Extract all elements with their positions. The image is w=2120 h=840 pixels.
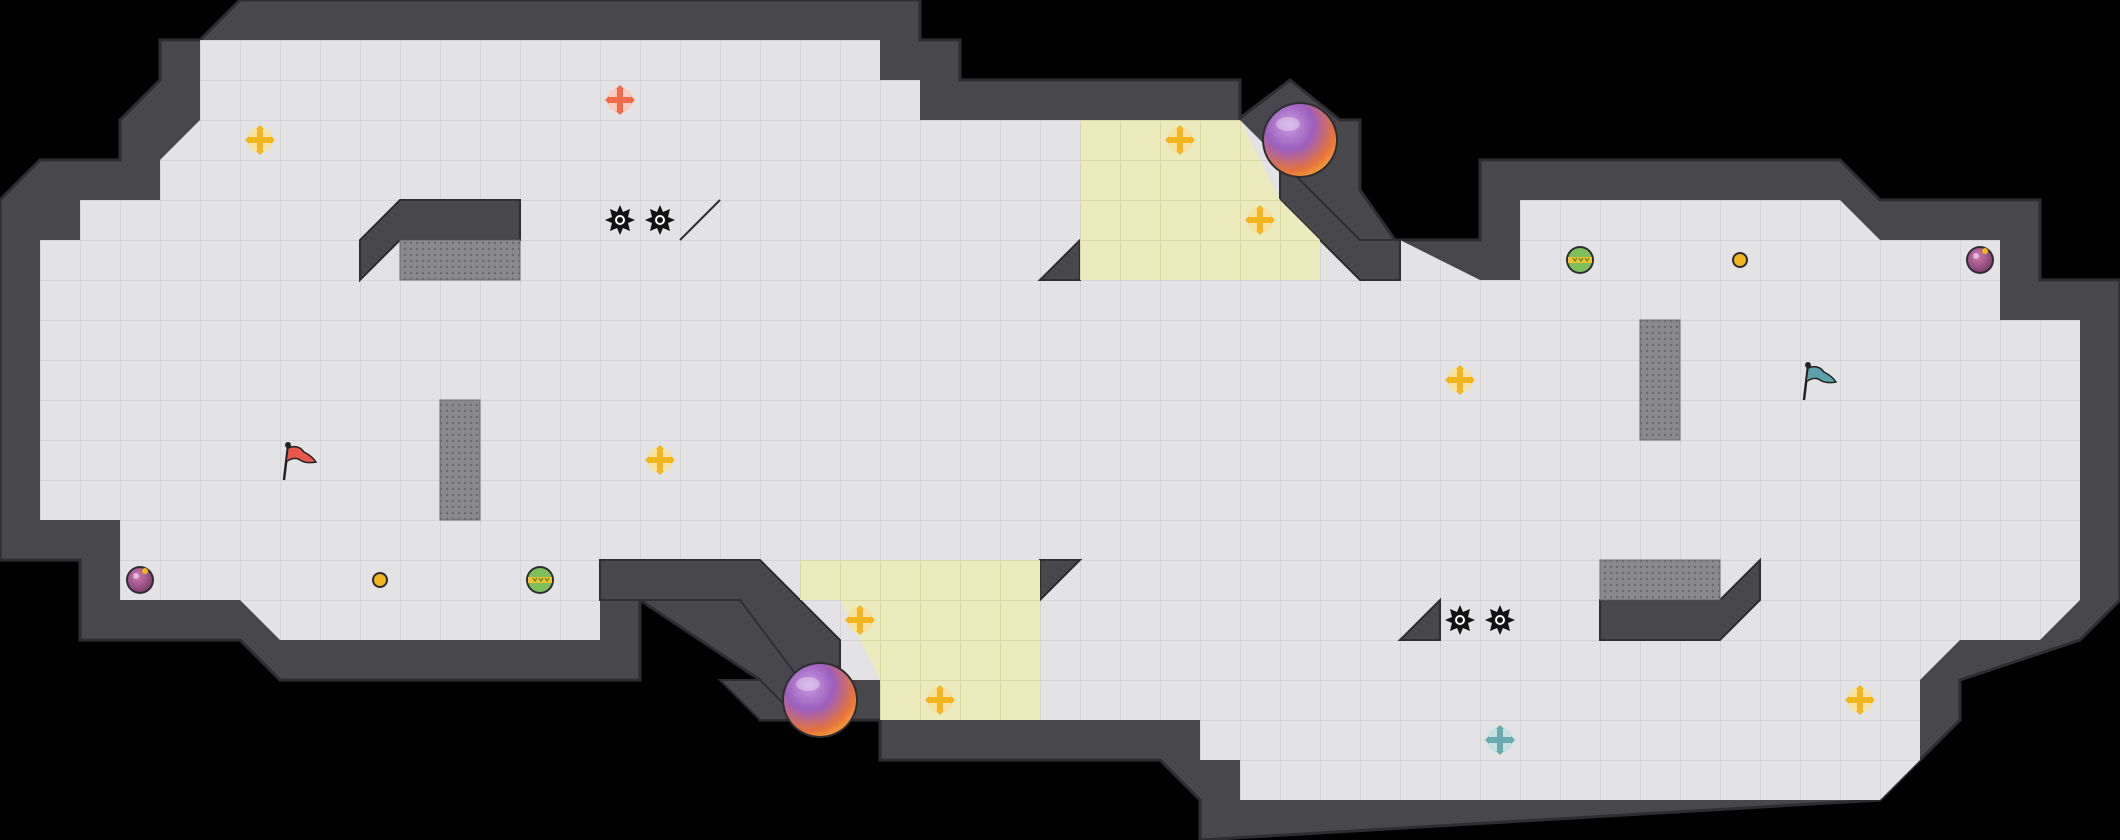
juke-juice-icon xyxy=(525,565,555,595)
powerups xyxy=(126,245,1994,595)
end-zone-top xyxy=(1080,120,1320,280)
rolling-bomb-icon xyxy=(1966,246,1994,274)
portal-icon xyxy=(782,662,858,738)
tagpro-icon xyxy=(1732,252,1748,268)
end-zone-bottom xyxy=(800,560,1040,720)
portal-icon xyxy=(1262,102,1338,178)
red-flag-icon xyxy=(282,442,318,481)
tagpro-icon xyxy=(372,572,388,588)
floor xyxy=(40,40,2080,800)
juke-juice-icon xyxy=(1565,245,1595,275)
blue-flag-icon xyxy=(1802,362,1838,401)
flags xyxy=(282,362,1838,481)
rolling-bomb-icon xyxy=(126,566,154,594)
gate-blocks xyxy=(399,239,1721,601)
